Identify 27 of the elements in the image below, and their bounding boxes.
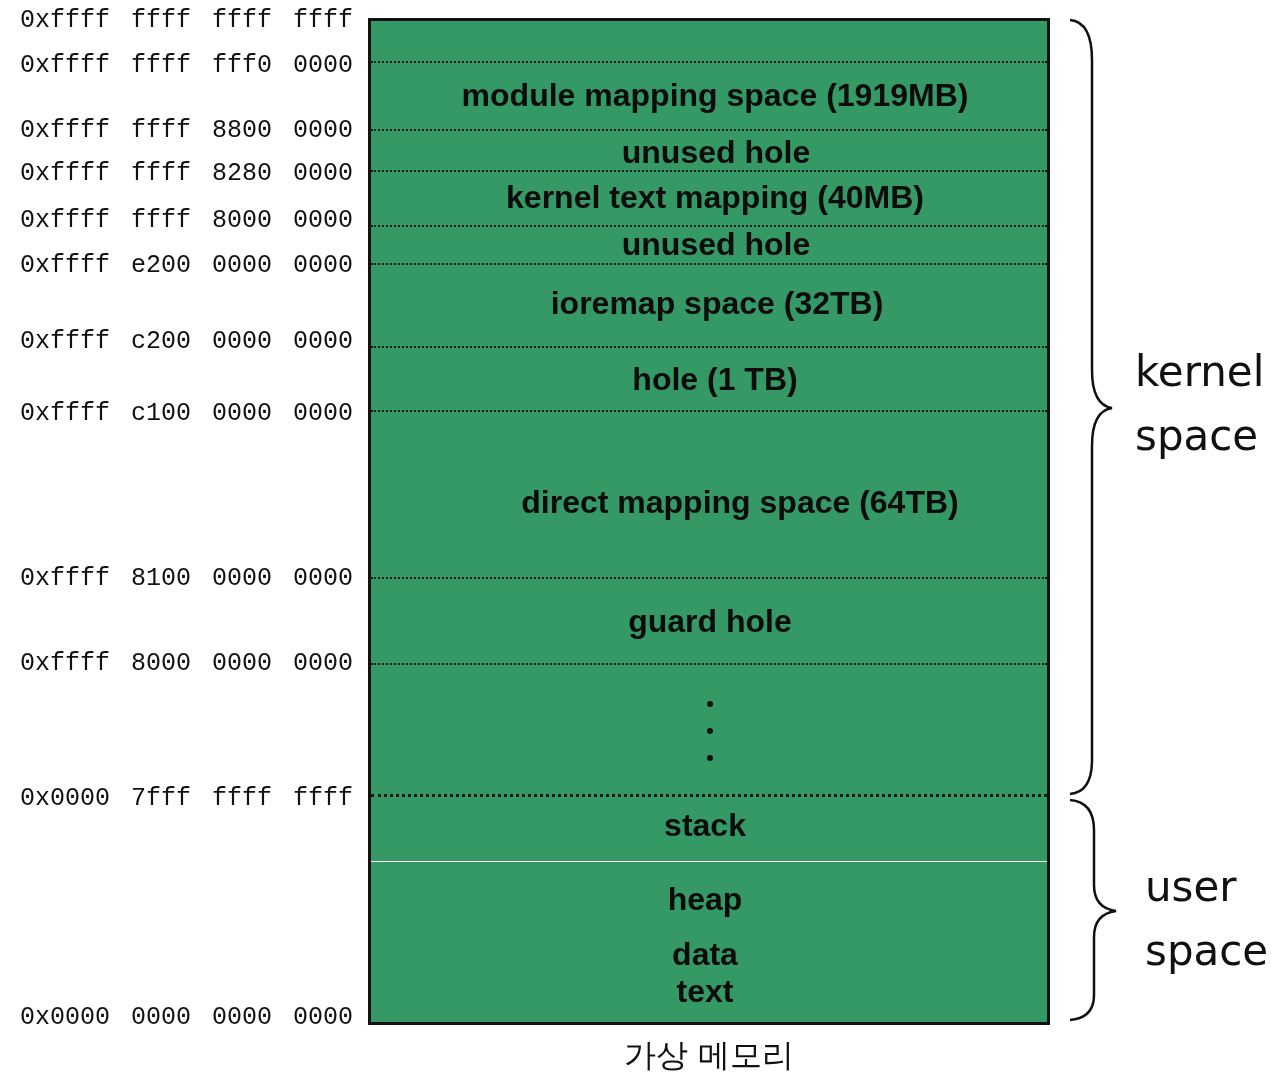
address-label: 0xffff ffff 8800 0000 (19, 115, 353, 145)
address-label: 0xffff ffff fff0 0000 (19, 50, 353, 80)
memory-map-title: 가상 메모리 (623, 1035, 795, 1076)
address-label: 0xffff c100 0000 0000 (19, 398, 353, 428)
address-label: 0xffff 8100 0000 0000 (19, 563, 353, 593)
region-label: data (672, 938, 738, 970)
region-label: hole (1 TB) (632, 363, 798, 395)
region-label: text (676, 975, 734, 1007)
region-label: unused hole (621, 136, 811, 168)
region-label: stack (664, 809, 746, 841)
region-label: heap (667, 883, 743, 915)
region-label: unused hole (621, 228, 811, 260)
region-label: guard hole (628, 605, 792, 637)
address-label: 0xffff ffff 8280 0000 (19, 158, 353, 188)
space-label: kernel space (1135, 346, 1266, 462)
address-label: 0x0000 7fff ffff ffff (19, 783, 353, 813)
region-label: direct mapping space (64TB) (521, 486, 959, 518)
region-label: module mapping space (1919MB) (461, 79, 969, 111)
address-label: 0xffff c200 0000 0000 (19, 326, 353, 356)
address-label: 0xffff 8000 0000 0000 (19, 648, 353, 678)
address-label: 0xffff e200 0000 0000 (19, 250, 353, 280)
address-label: 0xffff ffff 8000 0000 (19, 205, 353, 235)
address-label: 0x0000 0000 0000 0000 (19, 1002, 353, 1032)
address-label: 0xffff ffff ffff ffff (19, 5, 353, 35)
region-label: kernel text mapping (40MB) (506, 181, 924, 213)
space-label: user space (1145, 861, 1270, 977)
region-label: ioremap space (32TB) (550, 287, 884, 319)
